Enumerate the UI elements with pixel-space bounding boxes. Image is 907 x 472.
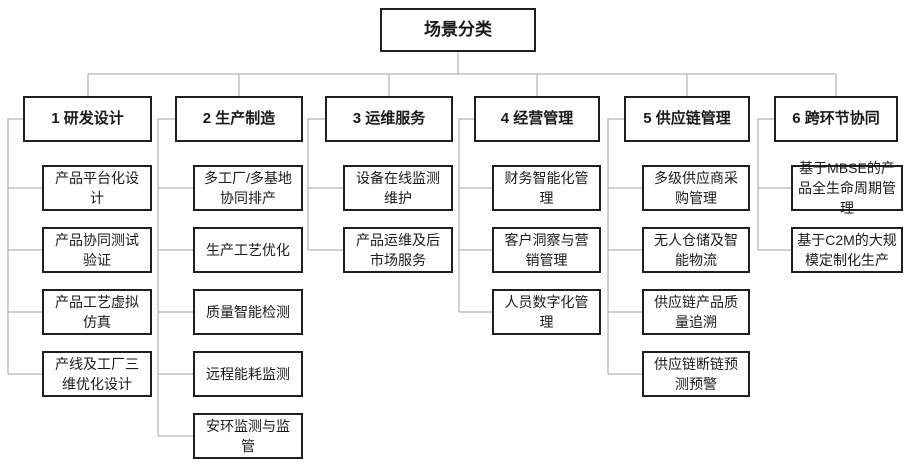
leaf-node: 安环监测与监管 xyxy=(193,413,303,459)
category-rnd-design: 1 研发设计 xyxy=(23,96,152,142)
leaf-node: 设备在线监测维护 xyxy=(343,165,453,211)
leaf-node: 产品工艺虚拟仿真 xyxy=(42,289,152,335)
leaf-node: 基于C2M的大规模定制化生产 xyxy=(791,227,903,273)
leaf-node: 质量智能检测 xyxy=(193,289,303,335)
category-business-mgmt: 4 经营管理 xyxy=(474,96,600,142)
root-node: 场景分类 xyxy=(380,8,536,52)
category-supply-chain: 5 供应链管理 xyxy=(624,96,750,142)
leaf-node: 客户洞察与营销管理 xyxy=(492,227,601,273)
leaf-node: 供应链断链预测预警 xyxy=(642,351,750,397)
leaf-node: 人员数字化管理 xyxy=(492,289,601,335)
leaf-node: 多工厂/多基地协同排产 xyxy=(193,165,303,211)
leaf-node: 生产工艺优化 xyxy=(193,227,303,273)
leaf-node: 产品运维及后市场服务 xyxy=(343,227,453,273)
leaf-node: 多级供应商采购管理 xyxy=(642,165,750,211)
leaf-node: 产品协同测试验证 xyxy=(42,227,152,273)
category-manufacturing: 2 生产制造 xyxy=(175,96,303,142)
leaf-node: 远程能耗监测 xyxy=(193,351,303,397)
leaf-node: 无人仓储及智能物流 xyxy=(642,227,750,273)
leaf-node: 产品平台化设计 xyxy=(42,165,152,211)
leaf-node: 供应链产品质量追溯 xyxy=(642,289,750,335)
leaf-node: 基于MBSE的产品全生命周期管理 xyxy=(791,160,903,216)
category-operations: 3 运维服务 xyxy=(325,96,453,142)
leaf-node: 财务智能化管理 xyxy=(492,165,601,211)
category-cross-link: 6 跨环节协同 xyxy=(774,96,898,142)
leaf-node: 产线及工厂三维优化设计 xyxy=(42,351,152,397)
